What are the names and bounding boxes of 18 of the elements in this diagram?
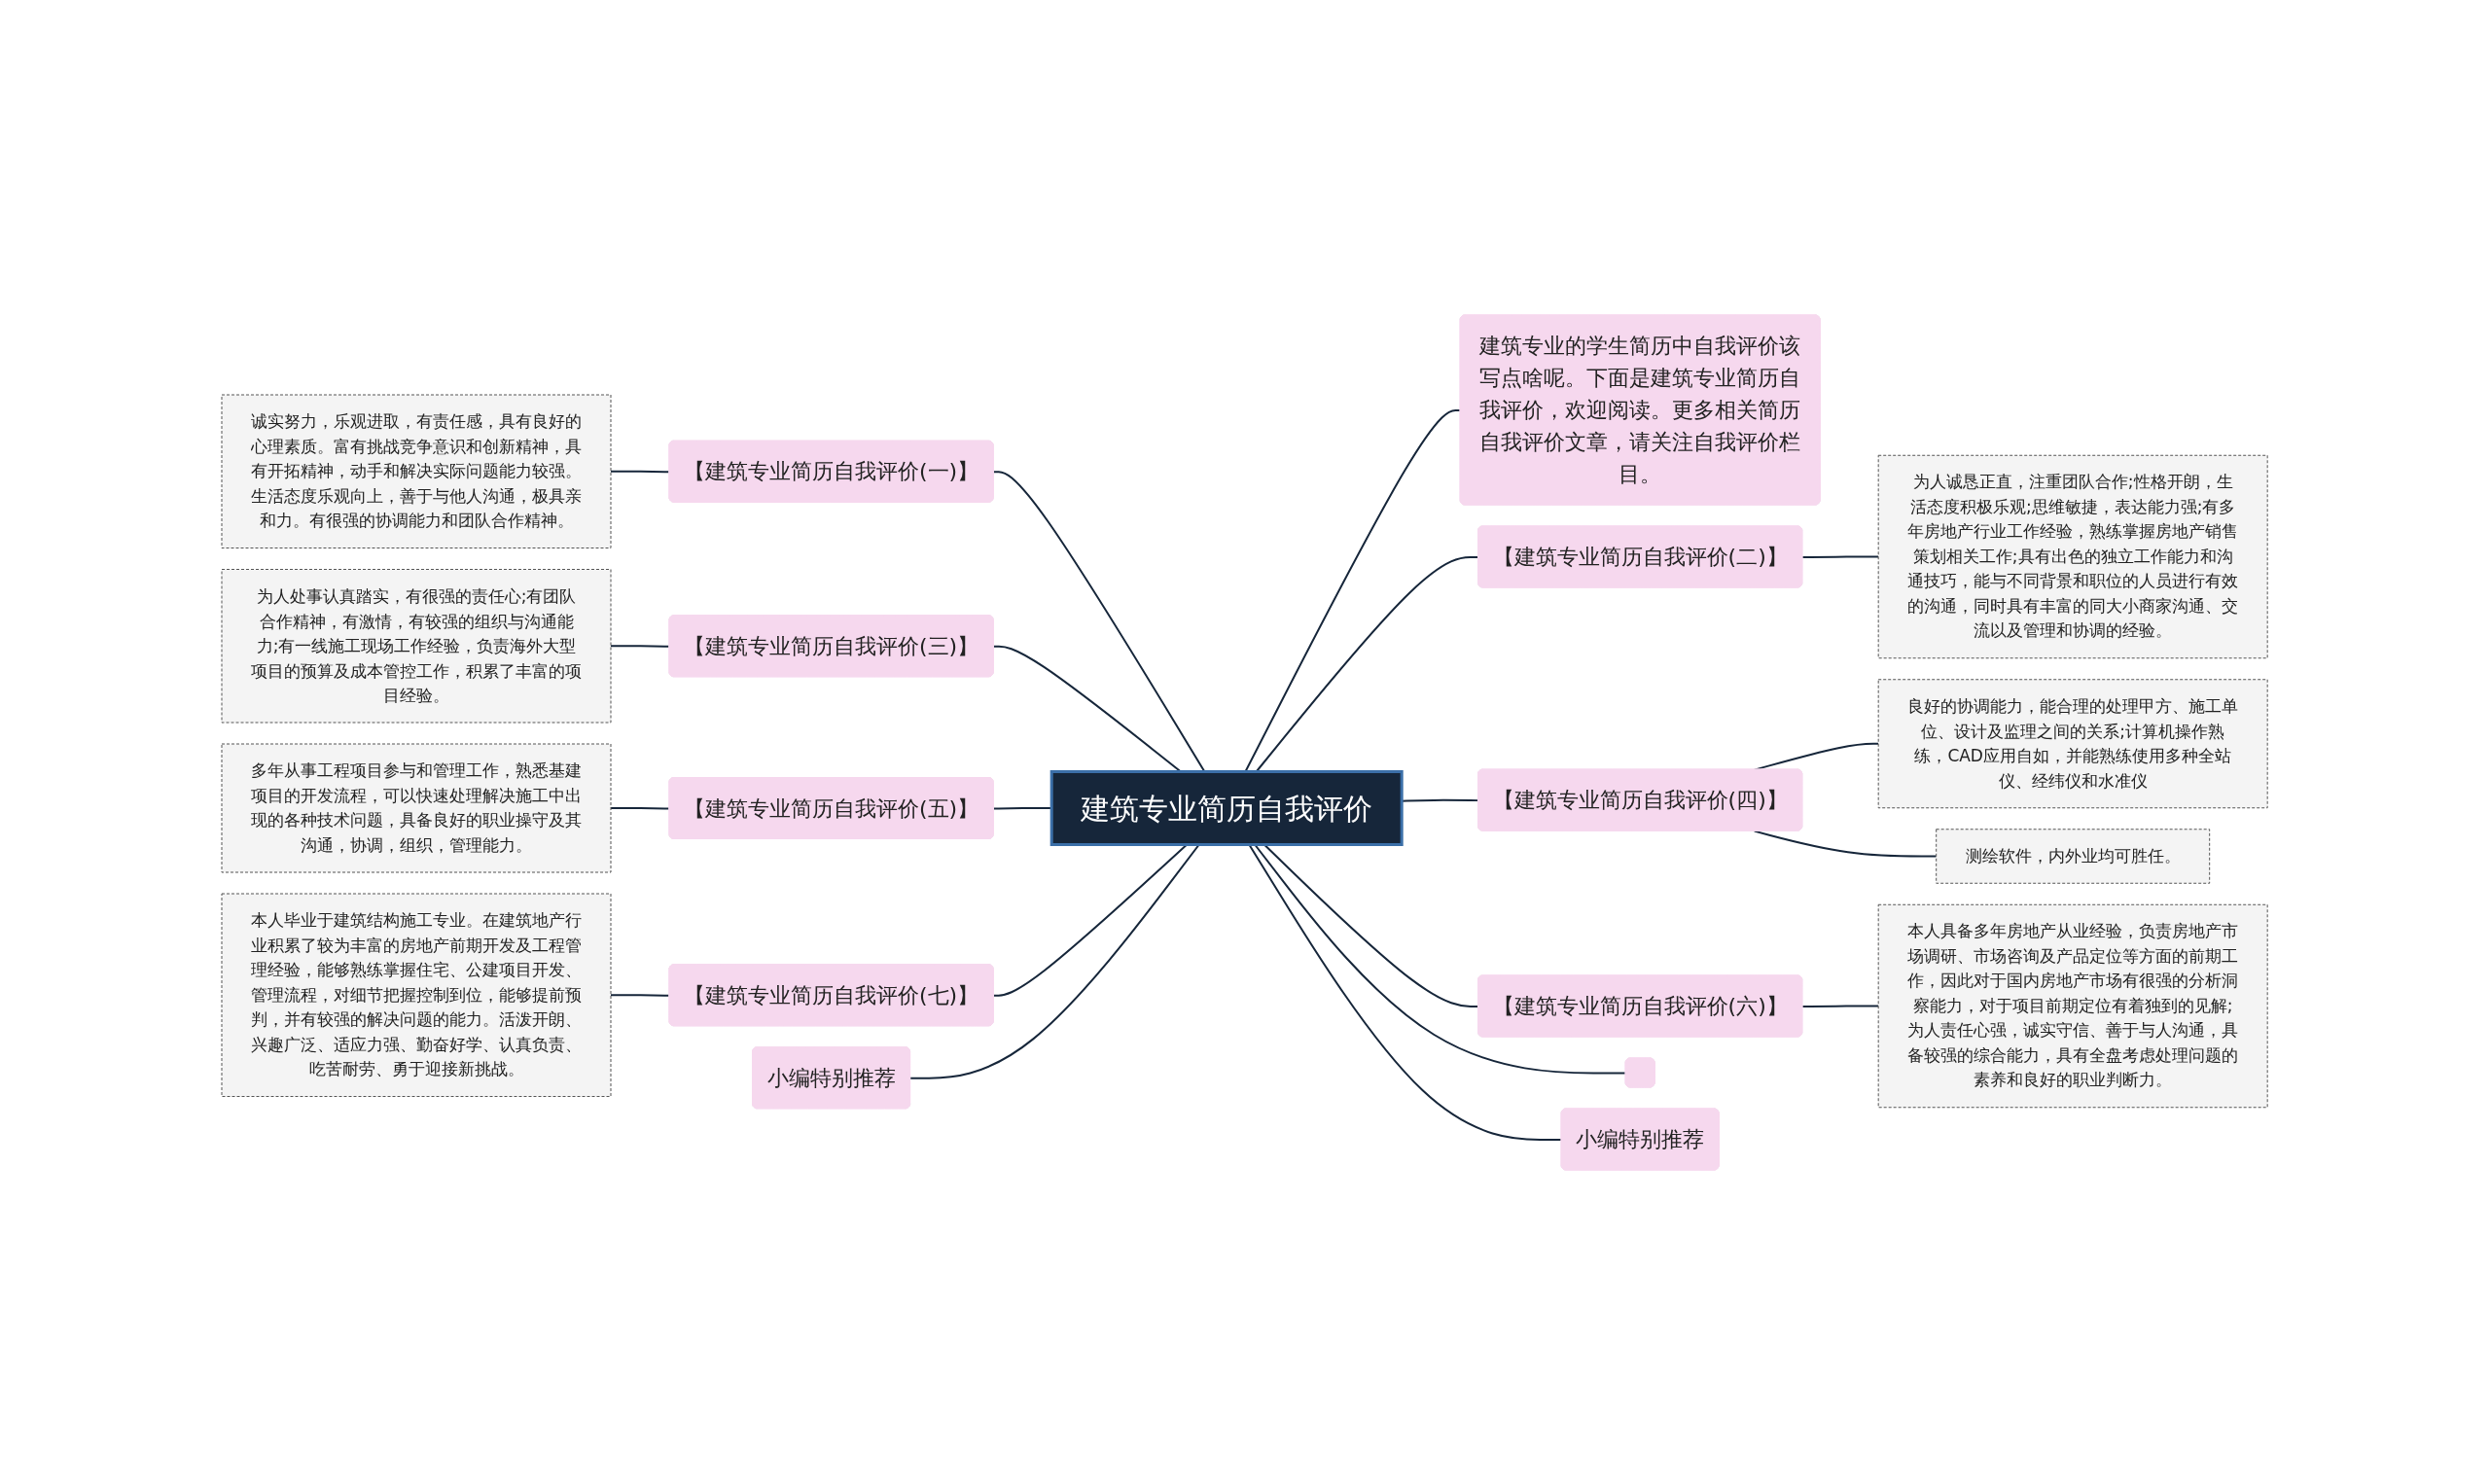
- connector: [993, 645, 1183, 772]
- connector: [993, 470, 1206, 772]
- node-box: 为人处事认真踏实，有很强的责任心;有团队合作精神，有激情，有较强的组织与沟通能力;有一线施工现场工作经验，负责海外大型项目的预算及成本管控工作，积累了丰富的项目经验。: [221, 568, 612, 723]
- connector: [1754, 830, 1939, 857]
- connector: [1801, 555, 1880, 558]
- connector: [1801, 1005, 1880, 1007]
- connector: [610, 993, 671, 997]
- node-box: 诚实努力，乐观进取，有责任感，具有良好的心理素质。富有挑战竞争意识和创新精神，具有开拓精神，动手和解决实际问题能力较强。生活态度乐观向上，善于与他人沟通，极具亲和力。有很强的协调能力和团队合作精神。: [221, 394, 612, 548]
- connector: [610, 470, 671, 473]
- connector: [610, 806, 671, 809]
- connector: [610, 644, 671, 648]
- node-box: 多年从事工程项目参与和管理工作，熟悉基建项目的开发流程，可以快速处理解决施工中出现的各种技术问题，具备良好的职业操守及其沟通，协调，组织，管理能力。: [221, 743, 612, 872]
- node-box: 建筑专业简历自我评价: [1050, 769, 1405, 846]
- node-box: 良好的协调能力，能合理的处理甲方、施工单位、设计及监理之间的关系;计算机操作熟练，CAD应用自如，并能熟练使用多种全站仪、经纬仪和水准仪: [1878, 678, 2269, 808]
- node-box: 本人具备多年房地产从业经验，负责房地产市场调研、市场咨询及产品定位等方面的前期工作，因此对于国内房地产市场有很强的分析洞察能力，对于项目前期定位有着独到的见解;为人责任心强，诚实守信、善于与人沟通，具备较强的综合能力，具有全盘考虑处理问题的素养和良好的职业判断力。: [1878, 903, 2269, 1108]
- node-box: 为人诚恳正直，注重团队合作;性格开朗，生活态度积极乐观;思维敏捷，表达能力强;有多年房地产行业工作经验，熟练掌握房地产销售策划相关工作;具有出色的独立工作能力和沟通技巧，能与不同背景和职位的人员进行有效的沟通，同时具有丰富的同大小商家沟通、交流以及管理和协调的经验。: [1878, 454, 2269, 658]
- node-box: 本人毕业于建筑结构施工专业。在建筑地产行业积累了较为丰富的房地产前期开发及工程管理经验，能够熟练掌握住宅、公建项目开发、管理流程，对细节把握控制到位，能够提前预判，并有较强的解决问题的能力。活泼开朗、兴趣广泛、适应力强、勤奋好学、认真负责、吃苦耐劳、勇于迎接新挑战。: [221, 893, 612, 1097]
- node-box: 测绘软件，内外业均可胜任。: [1936, 828, 2211, 884]
